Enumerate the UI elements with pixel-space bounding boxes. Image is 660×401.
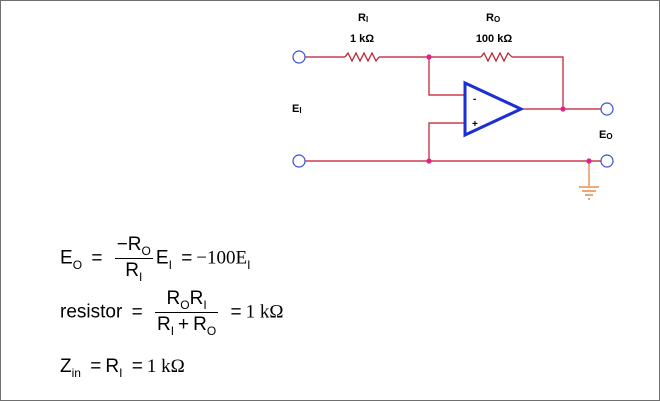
eq1-denominator: R <box>125 260 139 281</box>
eq1-result: −100E <box>196 247 248 269</box>
eq2-num-b: R <box>189 288 204 309</box>
ro-label: RO <box>486 12 500 24</box>
junction-dot <box>586 158 592 164</box>
junction-dot <box>426 158 432 164</box>
eq3-equals: = <box>90 356 102 377</box>
eq2-result: 1 kΩ <box>245 301 284 323</box>
input-impedance-equation: Zin =RI =1 kΩ <box>60 356 185 380</box>
eq1-numerator-sub: O <box>141 244 151 258</box>
ri-value: 1 kΩ <box>350 33 374 45</box>
eq1-lhs: E <box>60 247 73 269</box>
eq2-den-plus: + <box>178 314 190 335</box>
eq2-equals-2: = <box>230 301 242 323</box>
eq3-result: 1 kΩ <box>146 356 185 377</box>
eq3-lhs: Z <box>60 356 72 377</box>
eq1-lhs-sub: O <box>72 257 83 272</box>
eq1-denominator-sub: I <box>138 270 143 284</box>
ro-value: 100 kΩ <box>476 33 513 45</box>
wire-noninverting-input <box>428 122 465 161</box>
eq1-input-term: E <box>155 247 169 269</box>
eq2-num-a: R <box>166 288 181 309</box>
eq1-numerator: −R <box>116 234 142 255</box>
resistor-equation: resistor = RORI RI+RO =1 kΩ <box>60 288 284 338</box>
output-terminal-top <box>600 102 614 116</box>
resistor-ro <box>480 51 513 63</box>
wire-feedback <box>512 56 564 109</box>
eq1-result-sub: I <box>247 257 251 272</box>
eq2-den-a-sub: I <box>170 324 175 338</box>
eq3-lhs-sub: in <box>71 366 81 380</box>
eq1-fraction: −RO RI <box>114 234 153 284</box>
eq2-den-b: R <box>193 314 207 335</box>
output-terminal-bottom <box>600 154 614 168</box>
eq1-equals: = <box>91 247 103 269</box>
ri-label: RI <box>358 12 368 24</box>
input-terminal-bottom <box>292 154 306 168</box>
eq1-input-term-sub: I <box>168 257 172 272</box>
eq3-mid: R <box>105 356 120 377</box>
input-terminal-top <box>292 50 306 64</box>
gain-equation: EO = −RO RI EI =−100EI <box>60 234 251 284</box>
junction-dot <box>560 106 566 112</box>
eq2-fraction: RORI RI+RO <box>154 288 219 338</box>
noninverting-sign: + <box>472 119 478 130</box>
resistor-ri <box>344 51 380 63</box>
eq3-equals-2: = <box>131 356 143 377</box>
eq2-equals: = <box>131 301 143 323</box>
eq2-lhs: resistor <box>60 301 123 323</box>
ground-icon <box>579 186 599 200</box>
junction-dot <box>426 54 432 60</box>
eq2-num-a-sub: O <box>180 298 190 312</box>
eq1-equals-2: = <box>181 247 193 269</box>
eq3-mid-sub: I <box>119 366 123 380</box>
opamp-icon <box>463 80 525 138</box>
inverting-sign: - <box>473 94 476 105</box>
eq2-num-b-sub: I <box>203 298 207 312</box>
output-voltage-label: EO <box>599 129 613 141</box>
eq2-den-a: R <box>156 314 171 335</box>
input-voltage-label: EI <box>292 103 302 115</box>
wire-inverting-input <box>428 57 465 96</box>
eq2-den-b-sub: O <box>206 324 217 338</box>
